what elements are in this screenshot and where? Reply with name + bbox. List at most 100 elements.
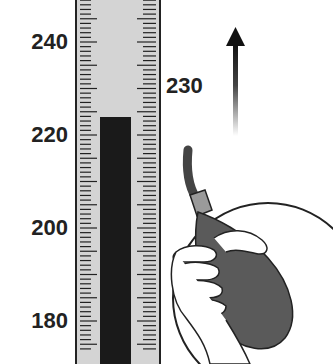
scale-tick <box>137 297 156 298</box>
scale-tick <box>80 297 97 298</box>
scale-tick <box>80 237 91 238</box>
scale-tick <box>80 18 97 19</box>
scale-tick <box>143 241 156 242</box>
scale-tick <box>80 344 97 345</box>
scale-tick <box>80 111 97 112</box>
scale-tick <box>143 13 156 14</box>
scale-tick <box>137 320 156 321</box>
scale-tick <box>80 339 91 340</box>
scale-tick <box>137 65 156 66</box>
scale-tick <box>80 330 91 331</box>
scale-tick <box>80 158 97 159</box>
scale-tick <box>143 172 156 173</box>
scale-tick <box>137 134 156 135</box>
scale-tick <box>80 251 97 252</box>
scale-tick <box>143 200 156 201</box>
scale-tick <box>80 213 91 214</box>
scale-tick <box>80 65 97 66</box>
hand-inset <box>171 150 333 364</box>
scale-tick <box>143 232 156 233</box>
scale-tick <box>143 334 156 335</box>
scale-tick <box>137 111 156 112</box>
scale-tick <box>80 144 91 145</box>
scale-tick <box>143 223 156 224</box>
scale-tick <box>143 311 156 312</box>
scale-tick <box>80 134 97 135</box>
scale-tick <box>143 293 156 294</box>
scale-tick <box>80 223 91 224</box>
rising-arrow-head <box>226 27 245 46</box>
scale-tick <box>143 125 156 126</box>
scale-tick <box>80 120 91 121</box>
scale-tick <box>80 195 91 196</box>
scale-tick <box>80 74 91 75</box>
scale-tick <box>143 162 156 163</box>
scale-tick <box>143 27 156 28</box>
scale-tick <box>80 153 91 154</box>
scale-tick <box>80 186 91 187</box>
scale-tick <box>143 348 156 349</box>
scale-tick <box>143 102 156 103</box>
scale-tick <box>80 9 91 10</box>
scale-tick <box>137 41 156 42</box>
scale-tick <box>143 60 156 61</box>
scale-tick <box>80 162 91 163</box>
scale-tick <box>143 283 156 284</box>
scale-tick <box>80 37 91 38</box>
scale-tick <box>143 37 156 38</box>
scale-tick <box>143 55 156 56</box>
scale-tick <box>143 325 156 326</box>
scale-value: 200 <box>31 217 68 239</box>
scale-tick <box>143 195 156 196</box>
scale-tick <box>80 167 91 168</box>
scale-tick <box>143 9 156 10</box>
scale-tick <box>137 204 156 205</box>
scale-tick <box>143 93 156 94</box>
scale-tick <box>80 190 91 191</box>
thumb <box>214 231 267 254</box>
scale-tick <box>80 130 91 131</box>
scale-tick <box>80 209 91 210</box>
scale-tick <box>143 46 156 47</box>
scale-tick <box>137 158 156 159</box>
scale-tick <box>80 0 91 1</box>
scale-tick <box>143 130 156 131</box>
scale-tick <box>80 246 91 247</box>
scale-tick <box>143 246 156 247</box>
scale-value: 240 <box>31 31 68 53</box>
scale-tick <box>137 274 156 275</box>
scale-tick <box>143 148 156 149</box>
scale-tick <box>80 260 91 261</box>
mercury-column <box>100 117 131 364</box>
scale-tick <box>143 186 156 187</box>
scale-tick <box>80 311 91 312</box>
scale-tick <box>143 288 156 289</box>
scale-tick <box>143 32 156 33</box>
scale-tick <box>143 69 156 70</box>
scale-tick <box>80 79 91 80</box>
scale-tick <box>143 51 156 52</box>
scale-tick <box>143 279 156 280</box>
scale-tick <box>143 79 156 80</box>
scale-tick <box>80 116 91 117</box>
scale-tick <box>143 260 156 261</box>
scale-tick <box>80 293 91 294</box>
scale-tick <box>143 167 156 168</box>
scale-tick <box>80 255 91 256</box>
scale-tick <box>143 330 156 331</box>
scale-tick <box>143 153 156 154</box>
scale-tick <box>143 83 156 84</box>
scale-tick <box>80 46 91 47</box>
scale-tick <box>143 23 156 24</box>
scale-tick <box>143 316 156 317</box>
scale-tick <box>143 218 156 219</box>
scale-tick <box>137 181 156 182</box>
scale-tick <box>143 4 156 5</box>
scale-tick <box>80 181 97 182</box>
scale-tick <box>143 97 156 98</box>
scale-tick <box>80 348 91 349</box>
palm <box>171 252 250 364</box>
gauge-tube <box>76 0 160 364</box>
scale-tick <box>143 144 156 145</box>
scale-tick <box>143 176 156 177</box>
